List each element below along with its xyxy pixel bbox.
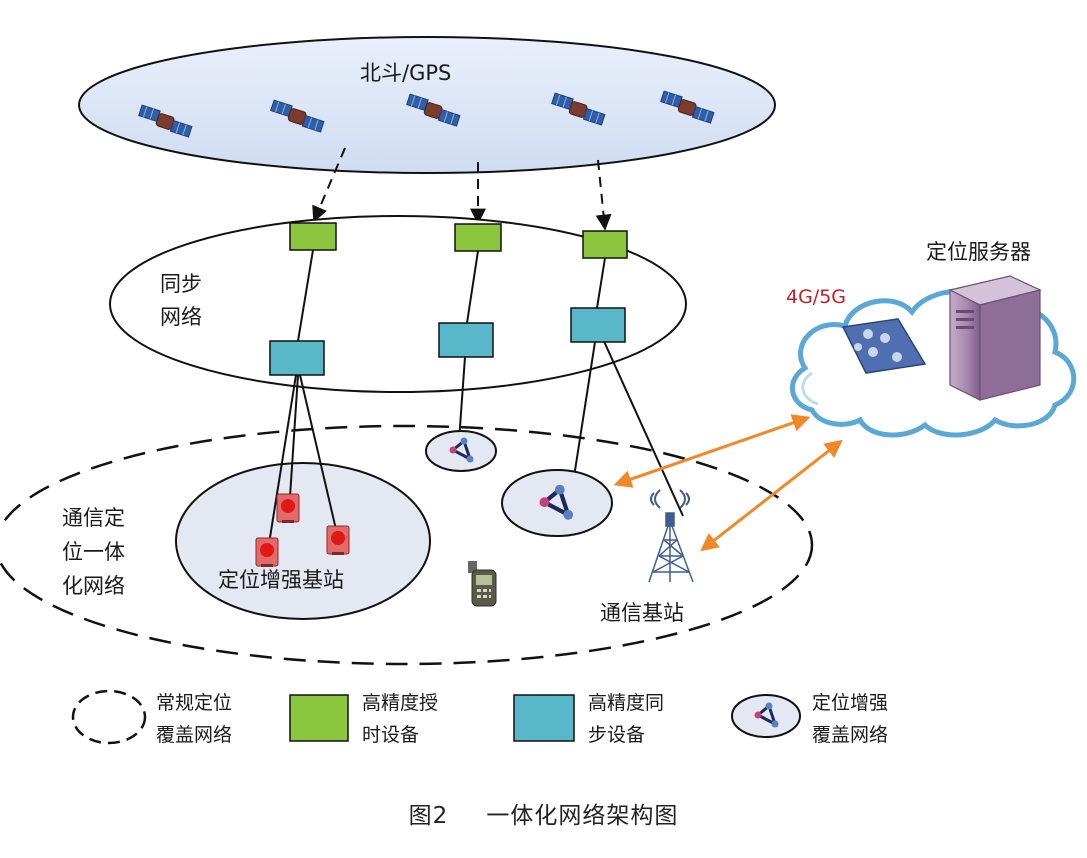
enhancement-station-icon xyxy=(255,537,279,568)
base-station-label: 通信基站 xyxy=(600,601,684,625)
enhanced-coverage-node xyxy=(501,469,613,537)
legend-sync-symbol xyxy=(513,694,575,742)
legend-timing-line2: 时设备 xyxy=(362,724,420,746)
legend-regular-line1: 常规定位 xyxy=(156,692,233,714)
comm-network-label-line1: 通信定 xyxy=(62,506,125,530)
figure-caption: 图2 一体化网络架构图 xyxy=(0,796,1087,830)
figure-title: 一体化网络架构图 xyxy=(486,803,679,829)
enhanced-station-cluster xyxy=(175,462,431,620)
timing-device xyxy=(454,223,502,252)
enhanced-station-label: 定位增强基站 xyxy=(218,568,344,592)
sync-device xyxy=(570,307,626,343)
timing-device xyxy=(289,222,337,251)
enhancement-station-icon xyxy=(326,525,350,556)
sync-network-label-line2: 网络 xyxy=(160,305,202,329)
comm-network-label-line3: 化网络 xyxy=(62,574,125,598)
dashed-arrow xyxy=(312,147,346,223)
sync-device xyxy=(269,340,325,376)
router-icon xyxy=(841,318,927,374)
base-station-tower-icon xyxy=(648,489,694,583)
server-icon xyxy=(948,275,1042,401)
legend-timing-symbol xyxy=(289,694,349,742)
timing-device xyxy=(582,230,628,259)
legend-timing-line1: 高精度授 xyxy=(362,692,439,714)
wireless-link-arrow xyxy=(700,439,843,552)
legend-enhanced-line1: 定位增强 xyxy=(812,692,889,714)
legend-enhanced-line2: 覆盖网络 xyxy=(812,724,889,746)
beidou-gps-label: 北斗/GPS xyxy=(360,61,452,85)
mobile-phone-icon xyxy=(468,561,497,607)
dashed-arrow xyxy=(595,159,612,231)
positioning-server-label: 定位服务器 xyxy=(926,240,1031,264)
comm-network-label-line2: 位一体 xyxy=(62,540,125,564)
sync-network-layer xyxy=(109,215,687,393)
wireless-label: 4G/5G xyxy=(786,286,847,308)
legend-regular-coverage-symbol xyxy=(71,689,147,745)
legend-sync-line1: 高精度同 xyxy=(588,692,665,714)
legend-regular-line2: 覆盖网络 xyxy=(156,724,233,746)
legend-enhanced-symbol xyxy=(731,694,801,738)
sync-network-label-line1: 同步 xyxy=(160,272,202,296)
figure-number: 图2 xyxy=(408,803,449,829)
sync-device xyxy=(438,322,494,358)
enhancement-station-icon xyxy=(276,493,300,524)
enhanced-coverage-node xyxy=(425,430,497,472)
legend-sync-line2: 步设备 xyxy=(588,724,646,746)
